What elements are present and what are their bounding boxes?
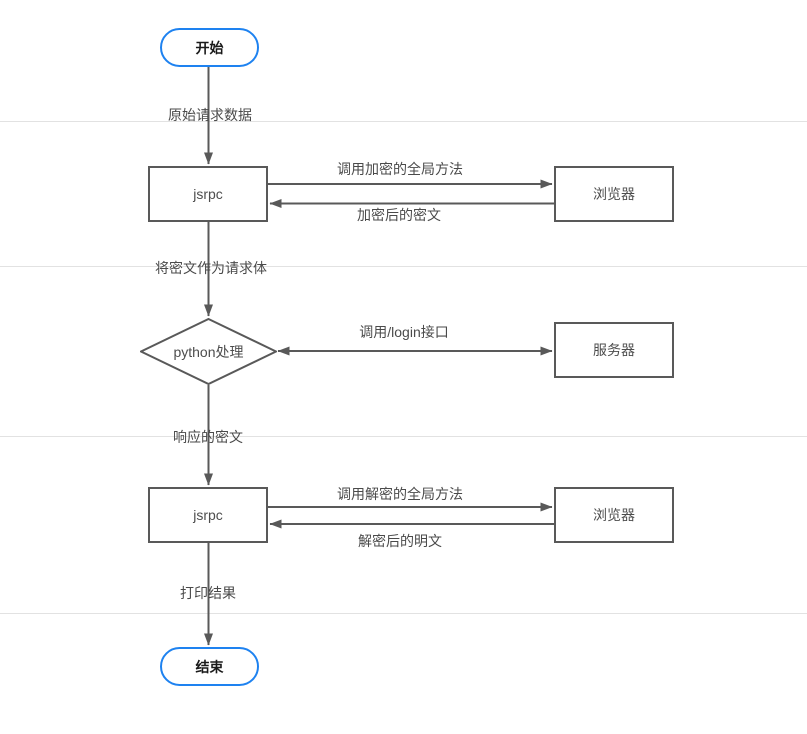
node-jsrpc-1[interactable]: jsrpc [148, 166, 268, 222]
node-jsrpc-2-label: jsrpc [193, 507, 223, 523]
edge-label-original-request: 原始请求数据 [168, 107, 252, 123]
edge-label-call-encrypt: 调用加密的全局方法 [337, 161, 463, 177]
edge-label-encrypted-cipher: 加密后的密文 [357, 207, 441, 223]
edge-label-call-login: 调用/login接口 [359, 324, 449, 340]
node-start-label: 开始 [195, 39, 224, 56]
node-jsrpc-1-label: jsrpc [193, 186, 223, 202]
edge-label-print-result: 打印结果 [180, 585, 236, 601]
node-server[interactable]: 服务器 [554, 322, 674, 378]
node-jsrpc-2[interactable]: jsrpc [148, 487, 268, 543]
node-python-decision-label: python处理 [173, 343, 244, 360]
diamond-shape [140, 318, 277, 385]
node-start[interactable]: 开始 [160, 28, 259, 67]
edge-label-decrypted-plain: 解密后的明文 [358, 533, 442, 549]
edge-label-cipher-as-body: 将密文作为请求体 [155, 260, 267, 276]
node-browser-1-label: 浏览器 [593, 186, 635, 202]
node-end[interactable]: 结束 [160, 647, 259, 686]
page-divider-line [0, 266, 807, 267]
page-divider-line [0, 121, 807, 122]
edge-label-call-decrypt: 调用解密的全局方法 [337, 486, 463, 502]
node-browser-2-label: 浏览器 [593, 507, 635, 523]
node-python-decision[interactable]: python处理 [140, 318, 277, 385]
node-end-label: 结束 [195, 658, 224, 675]
edge-label-response-cipher: 响应的密文 [173, 429, 243, 445]
node-browser-1[interactable]: 浏览器 [554, 166, 674, 222]
page-divider-line [0, 436, 807, 437]
page-divider-line [0, 613, 807, 614]
node-server-label: 服务器 [593, 342, 635, 358]
node-browser-2[interactable]: 浏览器 [554, 487, 674, 543]
